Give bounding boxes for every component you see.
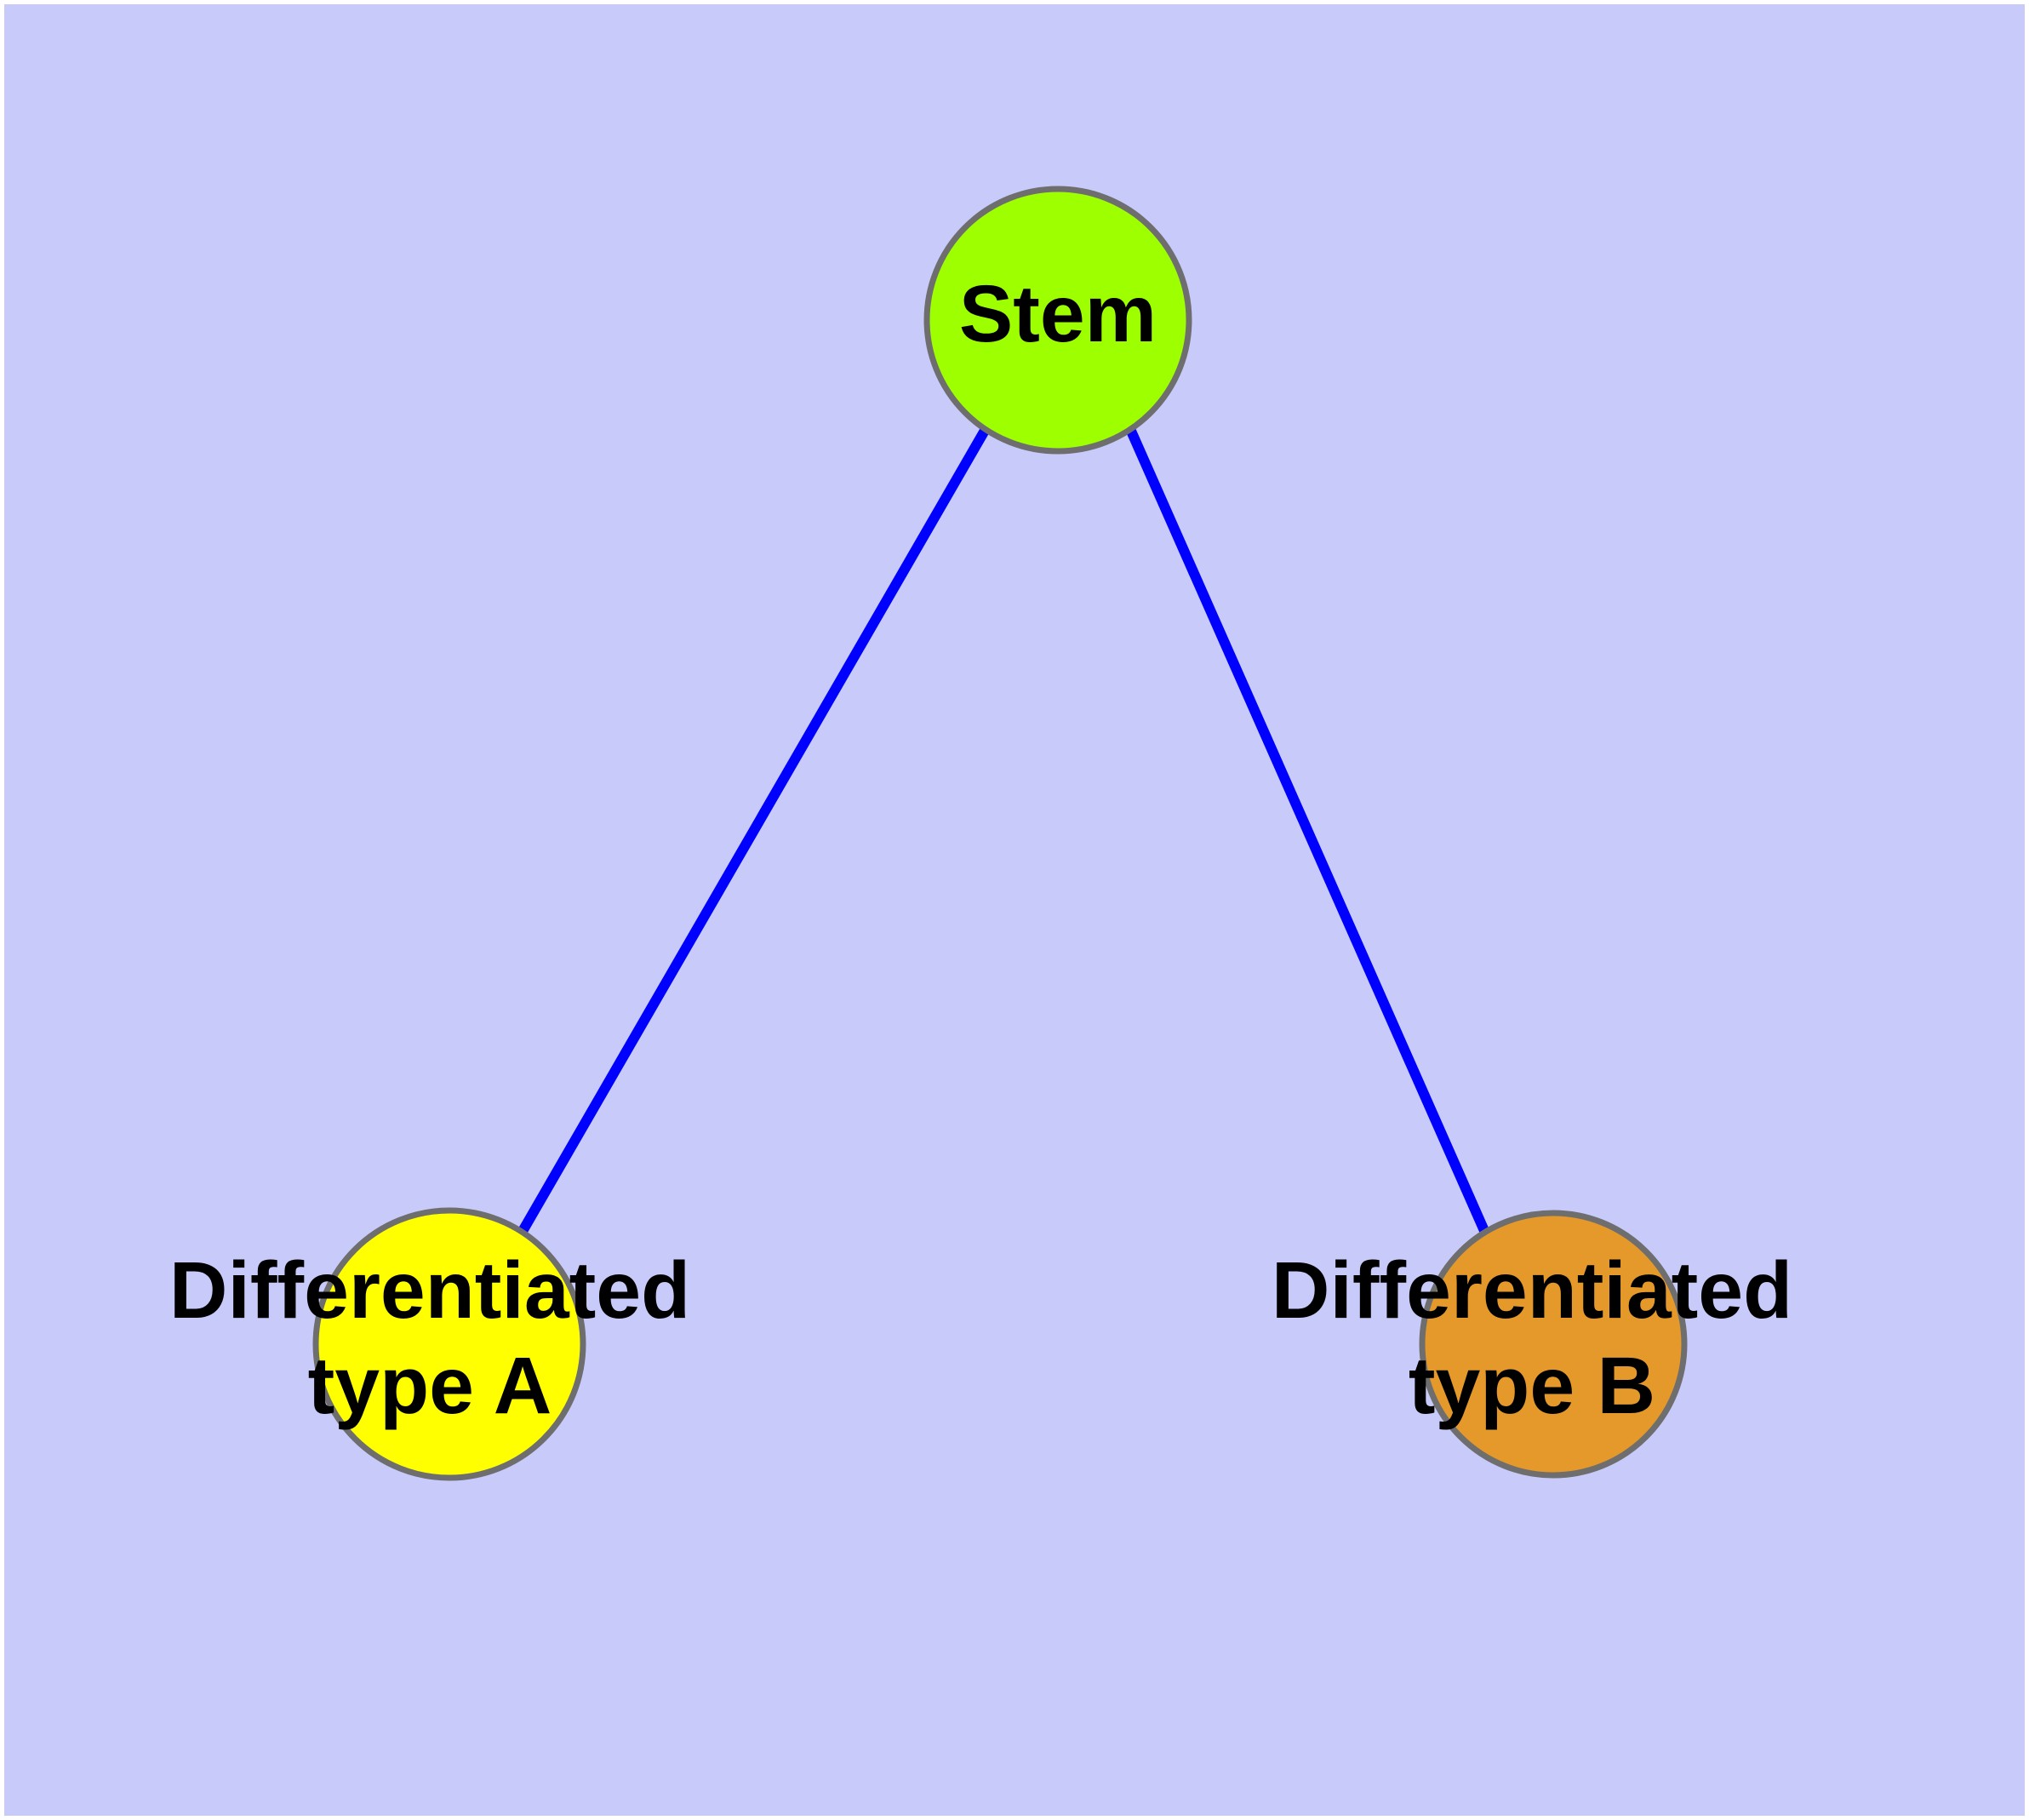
node-differentiated-type-b[interactable] <box>1419 1210 1688 1479</box>
node-differentiated-type-b-circle[interactable] <box>1419 1210 1688 1479</box>
edge-layer <box>517 426 1490 1235</box>
node-stem-circle[interactable] <box>923 186 1192 455</box>
node-differentiated-type-a-circle[interactable] <box>312 1207 586 1481</box>
node-stem[interactable] <box>923 186 1192 455</box>
node-layer <box>312 186 1688 1481</box>
edge-stem-to-differentiated-type-b <box>1125 426 1490 1235</box>
edge-stem-to-differentiated-type-a <box>517 426 991 1235</box>
node-stem-label: Stem <box>959 269 1157 359</box>
node-differentiated-type-a[interactable] <box>312 1207 586 1481</box>
